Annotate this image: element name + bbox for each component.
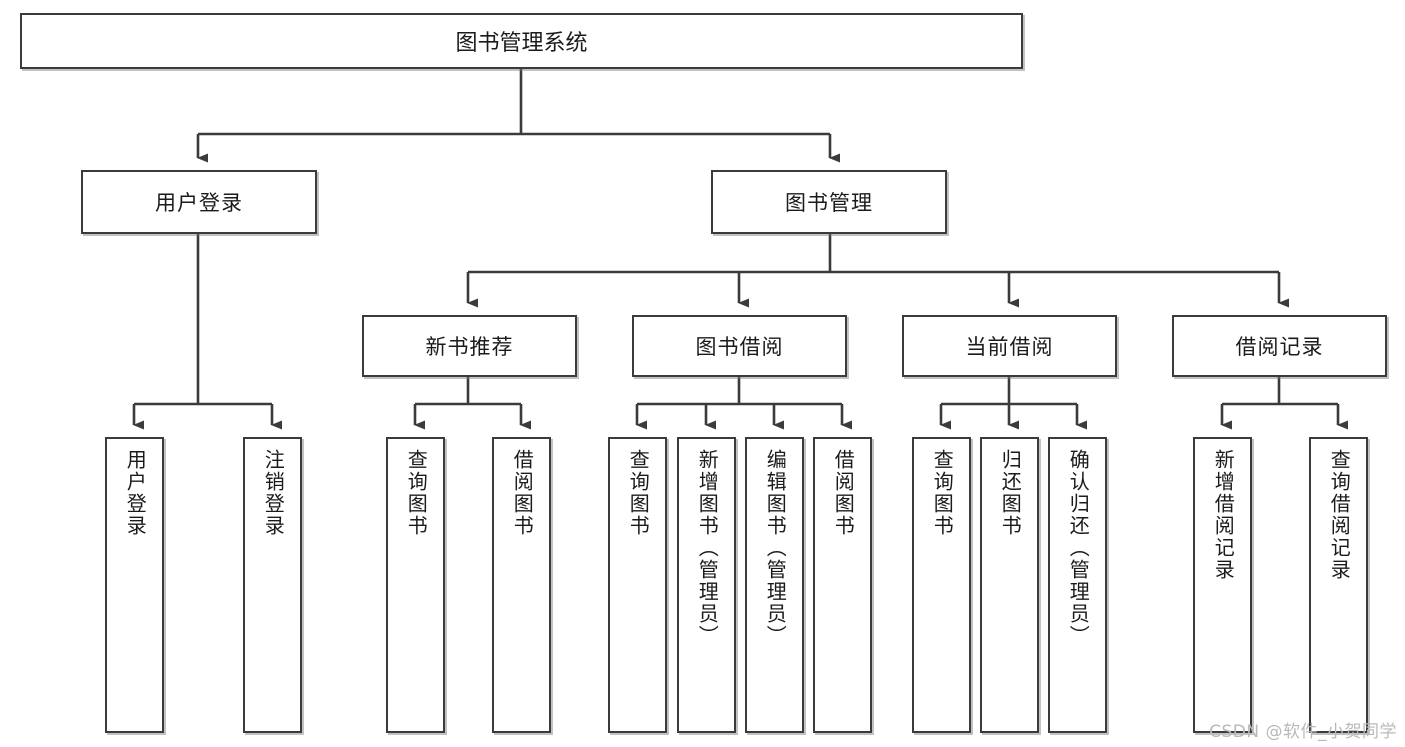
- node-borrow-record-label: 借阅记录: [1235, 335, 1324, 359]
- leaf-label: 用户登录: [123, 449, 148, 537]
- leaf-current-borrow-confirm-return[interactable]: 确认归还（管理员）: [1048, 437, 1107, 733]
- leaf-book-borrow-query[interactable]: 查询图书: [608, 437, 667, 733]
- leaf-label: 查询图书: [626, 449, 651, 537]
- leaf-label: 新增借阅记录: [1211, 449, 1236, 581]
- leaf-label: 编辑图书（管理员）: [763, 449, 788, 647]
- leaf-current-borrow-return[interactable]: 归还图书: [980, 437, 1039, 733]
- leaf-label: 查询图书: [404, 449, 429, 537]
- node-book-management-label: 图书管理: [785, 191, 873, 215]
- leaf-borrow-record-add[interactable]: 新增借阅记录: [1193, 437, 1252, 733]
- leaf-label: 查询图书: [930, 449, 955, 537]
- node-root-system[interactable]: 图书管理系统: [20, 13, 1023, 69]
- node-book-borrow[interactable]: 图书借阅: [632, 315, 847, 377]
- node-book-borrow-label: 图书借阅: [695, 335, 784, 359]
- leaf-user-login-login[interactable]: 用户登录: [105, 437, 164, 733]
- leaf-label: 注销登录: [261, 449, 286, 537]
- leaf-borrow-record-query[interactable]: 查询借阅记录: [1309, 437, 1368, 733]
- node-root-label: 图书管理系统: [455, 31, 588, 56]
- node-user-login[interactable]: 用户登录: [81, 170, 317, 234]
- leaf-new-book-borrow[interactable]: 借阅图书: [492, 437, 551, 733]
- node-current-borrow[interactable]: 当前借阅: [902, 315, 1117, 377]
- leaf-label: 确认归还（管理员）: [1066, 449, 1091, 647]
- leaf-book-borrow-borrow[interactable]: 借阅图书: [813, 437, 872, 733]
- leaf-current-borrow-query[interactable]: 查询图书: [912, 437, 971, 733]
- leaf-label: 借阅图书: [831, 449, 856, 537]
- node-new-book-recommend-label: 新书推荐: [425, 335, 514, 359]
- csdn-watermark: CSDN @软件_小贺同学: [1209, 722, 1397, 742]
- node-current-borrow-label: 当前借阅: [965, 335, 1054, 359]
- leaf-new-book-query[interactable]: 查询图书: [386, 437, 445, 733]
- node-book-management[interactable]: 图书管理: [711, 170, 947, 234]
- leaf-label: 新增图书（管理员）: [695, 449, 720, 647]
- leaf-label: 归还图书: [998, 449, 1023, 537]
- leaf-book-borrow-edit[interactable]: 编辑图书（管理员）: [745, 437, 804, 733]
- leaf-label: 借阅图书: [510, 449, 535, 537]
- node-borrow-record[interactable]: 借阅记录: [1172, 315, 1387, 377]
- node-user-login-label: 用户登录: [155, 191, 243, 215]
- leaf-book-borrow-add[interactable]: 新增图书（管理员）: [677, 437, 736, 733]
- node-new-book-recommend[interactable]: 新书推荐: [362, 315, 577, 377]
- leaf-user-login-logout[interactable]: 注销登录: [243, 437, 302, 733]
- leaf-label: 查询借阅记录: [1327, 449, 1352, 581]
